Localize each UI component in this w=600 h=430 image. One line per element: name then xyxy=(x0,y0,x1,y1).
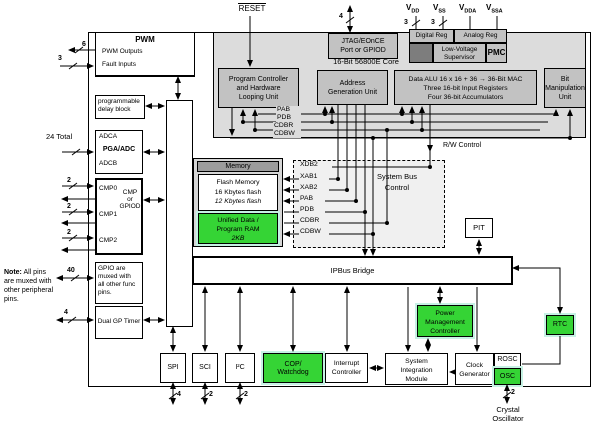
cmp2-label: CMP2 xyxy=(99,237,118,244)
core-bus-label-cdbr: CDBR xyxy=(273,122,301,130)
clock-generator-block: Clock Generator xyxy=(455,353,494,385)
data-alu-block: Data ALU 16 x 16 + 36 → 36-Bit MAC Three… xyxy=(394,70,537,105)
pwm-title: PWM xyxy=(135,35,155,44)
osc-block: OSC xyxy=(492,366,523,387)
rtc-block: RTC xyxy=(544,313,576,337)
timer-count: 4 xyxy=(64,309,68,316)
vdd-wire-count: 3 xyxy=(404,19,408,26)
agu-block: Address Generation Unit xyxy=(317,70,388,105)
cmp1-count: 2 xyxy=(67,203,71,210)
core-bus-label-pdb: PDB xyxy=(276,114,301,122)
vss-wire-count: 3 xyxy=(431,19,435,26)
power-analog-reg: Analog Reg xyxy=(454,29,507,43)
core-label: 16-Bit 56800E Core xyxy=(333,57,399,66)
system-bus-control-label: System Bus Control xyxy=(376,172,417,192)
adc-block: ADCA PGA/ADC ADCB xyxy=(95,130,143,174)
ram-line1: Unified Data / xyxy=(217,217,259,224)
flash-title: Flash Memory xyxy=(216,179,260,186)
reset-label: RESET xyxy=(237,3,267,13)
i2c-block: I²C xyxy=(225,353,255,383)
pwm-faults-label: Fault Inputs xyxy=(102,61,136,68)
pit-block: PIT xyxy=(465,218,493,238)
power-dark-box xyxy=(409,43,433,63)
pga-adc-label: PGA/ADC xyxy=(102,146,136,153)
jtag-wire-count: 4 xyxy=(339,13,343,20)
low-voltage-supervisor: Low-Voltage Supervisor xyxy=(433,43,486,63)
adcb-label: ADCB xyxy=(99,160,118,167)
gpio-count: 40 xyxy=(67,267,75,274)
power-mgmt-controller-block: Power Management Controller xyxy=(415,303,475,339)
sci-wire-count: 2 xyxy=(209,391,213,398)
pwm-out-count: 6 xyxy=(82,41,86,48)
prog-delay-block: programmable delay block xyxy=(95,95,145,119)
vssa-pin-label: VSSA xyxy=(486,3,503,15)
flash-size: 16 Kbytes flash xyxy=(214,188,262,196)
power-digital-reg: Digital Reg xyxy=(409,29,454,43)
flash-memory-box: Flash Memory 16 Kbytes flash 12 Kbytes f… xyxy=(198,174,278,211)
vss-pin-label: VSS xyxy=(433,3,446,15)
rw-control-label: R/W Control xyxy=(443,142,482,149)
bmu-block: Bit Manipulation Unit xyxy=(544,68,586,108)
cmp-center-label: CMP or GPIOD xyxy=(119,189,141,210)
mem-bus-label-cdbw: CDBW xyxy=(299,228,329,236)
memory-header: Memory xyxy=(197,161,279,172)
sci-block: SCI xyxy=(192,353,218,383)
pwm-outputs-label: PWM Outputs xyxy=(102,48,143,55)
peripheral-bus-spine xyxy=(166,100,193,327)
cmp2-count: 2 xyxy=(67,229,71,236)
flash-alt-size: 12 Kbytes flash xyxy=(214,198,262,205)
fault-count: 3 xyxy=(58,55,62,62)
core-bus-label-cdbw: CDBW xyxy=(273,130,301,138)
cmp-block: CMP0 CMP1 CMP2 CMP or GPIOD xyxy=(95,178,143,255)
cmp1-label: CMP1 xyxy=(99,211,118,218)
mem-bus-label-xab2: XAB2 xyxy=(299,184,329,192)
pmc-box: PMC xyxy=(486,43,507,63)
mem-bus-label-pdb: PDB xyxy=(299,206,325,214)
mem-bus-label-pab: PAB xyxy=(299,195,325,203)
note-text: Note: All pins are muxed with other peri… xyxy=(4,269,54,303)
ram-size: 2KB xyxy=(231,235,245,242)
program-controller-block: Program Controller and Hardware Looping … xyxy=(218,68,299,108)
vdda-pin-label: VDDA xyxy=(459,3,477,15)
pwm-block: PWM PWM Outputs Fault Inputs xyxy=(95,32,195,77)
vdd-pin-label: VDD xyxy=(406,3,420,15)
mem-bus-label-cdbr: CDBR xyxy=(299,217,329,225)
jtag-block: JTAG/EOnCE Port or GPIOD xyxy=(328,33,398,59)
spi-block: SPI xyxy=(160,353,186,383)
rosc-block: ROSC xyxy=(494,353,521,368)
sim-block: System Integration Module xyxy=(385,353,448,385)
crystal-oscillator-label: Crystal Oscillator xyxy=(492,405,524,423)
dual-gp-timer-block: Dual GP Timer xyxy=(95,306,143,339)
spi-wire-count: 4 xyxy=(177,391,181,398)
gpio-mux-block: GPIO are muxed with all other func pins. xyxy=(95,262,143,304)
ipbus-bridge-block: IPBus Bridge xyxy=(192,256,513,285)
i2c-wire-count: 2 xyxy=(244,391,248,398)
osc-wire-count: 2 xyxy=(511,389,515,396)
adca-label: ADCA xyxy=(99,133,118,140)
core-bus-label-pab: PAB xyxy=(276,106,301,114)
cmp0-count: 2 xyxy=(67,177,71,184)
cmp0-label: CMP0 xyxy=(99,185,118,192)
cop-watchdog-block: COP/ Watchdog xyxy=(261,351,325,385)
unified-ram-box: Unified Data / Program RAM 2KB xyxy=(196,211,280,246)
mem-bus-label-xdb2: XDB2 xyxy=(299,161,329,169)
adc-total-label: 24 Total xyxy=(46,132,73,141)
mem-bus-label-xab1: XAB1 xyxy=(299,173,329,181)
ram-line2: Program RAM xyxy=(216,226,260,233)
interrupt-controller-block: Interrupt Controller xyxy=(325,353,368,383)
